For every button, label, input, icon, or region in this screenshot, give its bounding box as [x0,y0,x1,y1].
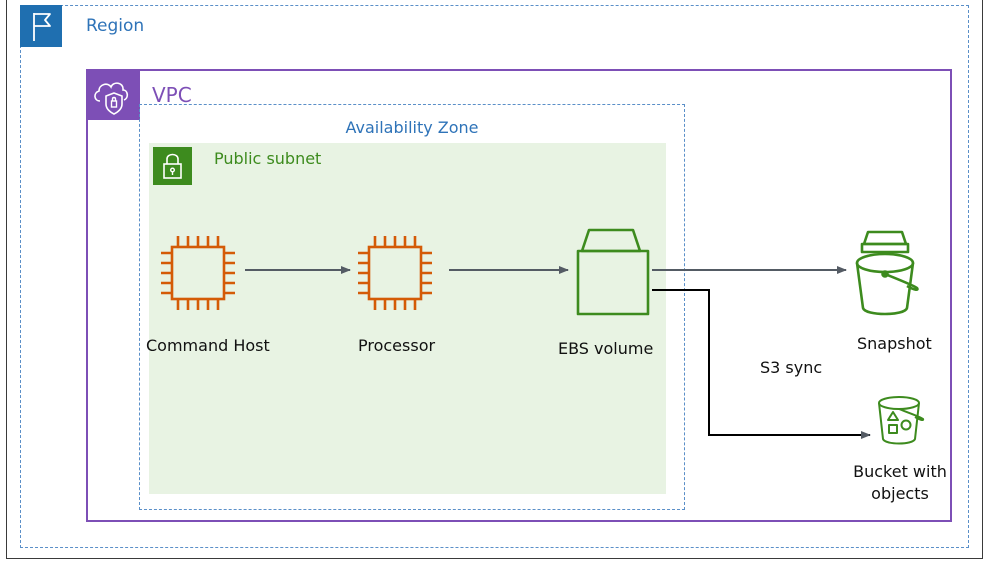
vpc-label: VPC [152,83,192,107]
vpc-container [86,69,952,522]
snapshot-label: Snapshot [857,334,932,353]
arrow-ebs-volume-to-bucket [652,289,871,439]
ebs-volume-icon [576,228,650,316]
availability-zone-label: Availability Zone [345,118,479,137]
subnet-padlock-icon [153,147,192,185]
public-subnet-label: Public subnet [214,149,322,168]
region-container [20,5,969,548]
snapshot-bucket-icon [855,230,919,316]
region-flag-icon [20,5,62,47]
command-host-ec2-icon [161,236,235,310]
bucket-with-objects-label: Bucket with objects [836,461,964,505]
processor-ec2-icon [358,236,432,310]
command-host-label: Command Host [146,336,270,355]
processor-label: Processor [358,336,436,355]
bucket-label-line-1: Bucket with [853,462,947,481]
availability-zone-container [139,104,685,510]
bucket-label-line-2: objects [871,484,929,503]
region-label: Region [86,16,145,36]
vpc-cloud-shield-icon [86,69,140,120]
ebs-volume-label: EBS volume [558,339,654,358]
s3-sync-label: S3 sync [760,358,823,377]
public-subnet-container [149,143,666,494]
diagram-frame [6,0,983,559]
bucket-with-objects-icon [878,396,925,445]
